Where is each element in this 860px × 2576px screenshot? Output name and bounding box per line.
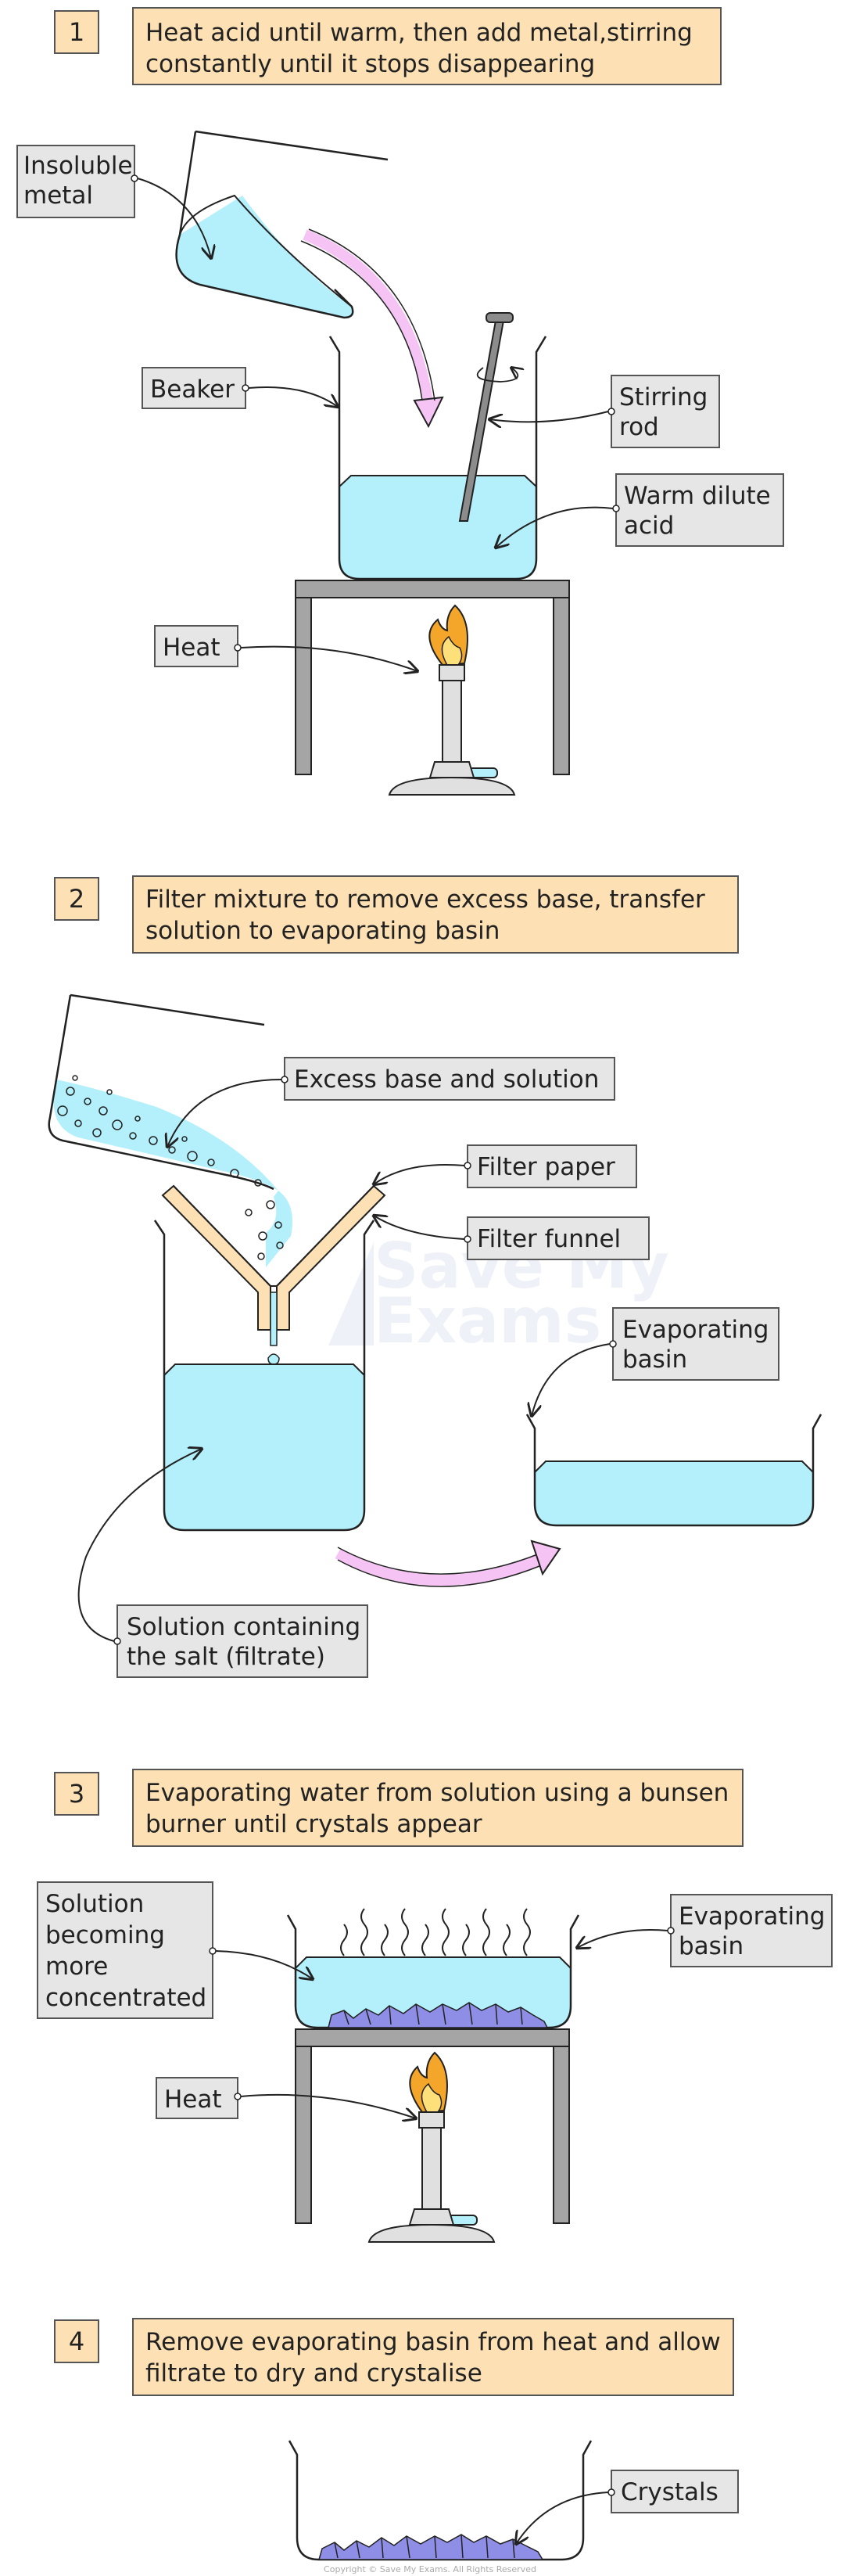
label-crystals: Crystals (516, 2470, 739, 2544)
label-heat: Heat (154, 625, 417, 671)
watermark: Save My Exams (328, 1230, 669, 1357)
svg-text:Heat: Heat (164, 2086, 222, 2114)
svg-text:metal: metal (23, 181, 93, 210)
svg-text:Insoluble: Insoluble (23, 152, 133, 180)
transfer-arrow-head (530, 1539, 561, 1576)
svg-text:Heat: Heat (163, 634, 220, 662)
svg-text:Evaporating: Evaporating (679, 1902, 825, 1931)
step-number: 4 (69, 2326, 84, 2356)
collecting-beaker (153, 1220, 375, 1532)
step-1-header: 1 Heat acid until warm, then add metal,s… (54, 7, 722, 85)
copyright-notice: Copyright © Save My Exams. All Rights Re… (324, 2564, 536, 2574)
step-instruction-line-1: Evaporating water from solution using a … (145, 1779, 729, 1807)
svg-text:the salt (filtrate): the salt (filtrate) (127, 1643, 325, 1671)
label-solution-concentrated: Solution becoming more concentrated (37, 1881, 313, 2019)
svg-text:basin: basin (679, 1932, 744, 1960)
base-particles (57, 1075, 284, 1260)
svg-text:Solution containing: Solution containing (127, 1613, 360, 1641)
svg-text:basin: basin (622, 1345, 687, 1374)
step-instruction-box (132, 875, 739, 954)
svg-text:Filter funnel: Filter funnel (477, 1225, 621, 1253)
bunsen-burner (367, 2051, 496, 2243)
transfer-arrow (335, 1548, 542, 1586)
evaporating-basin (525, 1414, 822, 1527)
svg-text:Evaporating: Evaporating (622, 1316, 769, 1344)
svg-text:Filter paper: Filter paper (477, 1153, 615, 1181)
label-filter-paper: Filter paper (374, 1144, 637, 1188)
tripod-stand (295, 2028, 570, 2224)
step-instruction-box (132, 7, 722, 85)
step-4-header: 4 Remove evaporating basin from heat and… (54, 2318, 734, 2396)
transfer-arrow (303, 229, 434, 408)
svg-text:Stirring: Stirring (619, 383, 708, 411)
label-evaporating-basin: Evaporating basin (577, 1894, 833, 1967)
svg-text:Beaker: Beaker (150, 375, 235, 404)
step-instruction-box (132, 1769, 744, 1847)
step-instruction-line-1: Filter mixture to remove excess base, tr… (145, 886, 705, 914)
bunsen-burner (388, 604, 516, 796)
label-stirring-rod: Stirring rod (489, 375, 720, 448)
step-instruction-line-1: Heat acid until warm, then add metal,sti… (145, 19, 693, 47)
step-2-header: 2 Filter mixture to remove excess base, … (54, 875, 739, 954)
svg-text:Warm dilute: Warm dilute (624, 482, 771, 510)
pouring-beaker-with-base (48, 993, 292, 1267)
step-instruction-line-2: constantly until it stops disappearing (145, 50, 595, 78)
step-number-box (54, 2319, 99, 2363)
label-filter-funnel: Filter funnel (374, 1216, 650, 1260)
step-instruction-line-2: filtrate to dry and crystalise (145, 2359, 482, 2387)
step-3-header: 3 Evaporating water from solution using … (54, 1769, 744, 1847)
step-instruction-line-2: burner until crystals appear (145, 1810, 482, 1838)
tripod-stand (295, 580, 570, 775)
svg-text:concentrated: concentrated (45, 1984, 206, 2012)
stirring-rod (458, 312, 518, 522)
step-instruction-line-1: Remove evaporating basin from heat and a… (145, 2328, 721, 2356)
step-instruction-box (132, 2318, 734, 2396)
step-instruction-line-2: solution to evaporating basin (145, 917, 500, 945)
label-filtrate: Solution containing the salt (filtrate) (77, 1449, 368, 1678)
label-warm-dilute-acid: Warm dilute acid (496, 473, 784, 548)
transfer-arrow-head (413, 396, 444, 429)
svg-text:acid: acid (624, 512, 674, 540)
step-number-box (54, 877, 99, 921)
step-number-box (54, 10, 99, 54)
label-beaker: Beaker (142, 367, 338, 409)
crystal-layer-heated (328, 2002, 549, 2028)
step-number: 2 (69, 884, 84, 914)
label-excess-base: Excess base and solution (167, 1057, 615, 1147)
svg-text:Solution: Solution (45, 1890, 144, 1918)
label-insoluble-metal: Insoluble metal (16, 145, 211, 258)
filter-funnel (161, 1184, 386, 1365)
beaker (328, 336, 547, 580)
step-number: 1 (69, 17, 84, 47)
svg-text:rod: rod (619, 413, 659, 441)
crystal-layer-dry (318, 2534, 544, 2560)
step-number-box (54, 1772, 99, 1816)
svg-text:Crystals: Crystals (621, 2478, 718, 2506)
svg-text:Excess base and solution: Excess base and solution (294, 1065, 599, 1094)
svg-text:becoming: becoming (45, 1921, 165, 1949)
label-heat: Heat (156, 2077, 416, 2118)
svg-text:Exams: Exams (374, 1284, 601, 1357)
steam-lines (340, 1908, 531, 1956)
pouring-beaker (175, 130, 389, 319)
step-number: 3 (69, 1779, 84, 1809)
label-evaporating-basin: Evaporating basin (532, 1307, 779, 1416)
svg-text:more: more (45, 1953, 108, 1981)
